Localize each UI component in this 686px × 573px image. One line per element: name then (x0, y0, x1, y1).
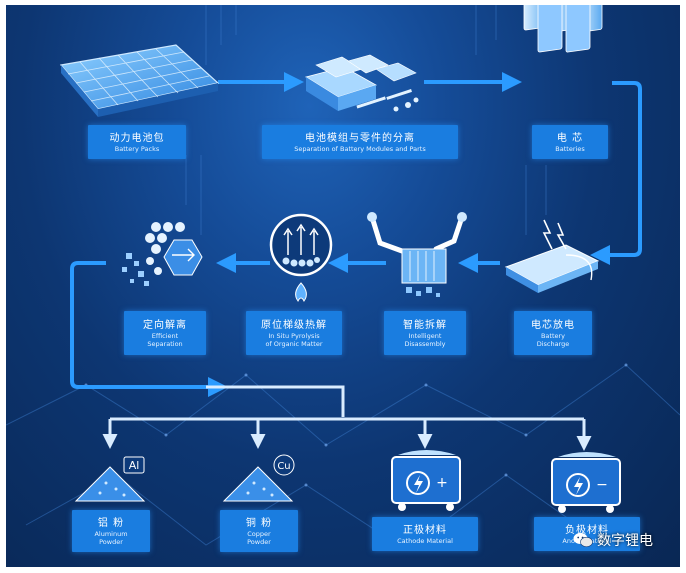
anode-cart-icon: − (551, 452, 621, 513)
diagram-canvas: Al Cu + − (6, 5, 680, 551)
wechat-icon (573, 532, 593, 548)
en-line-2: Powder (99, 537, 123, 546)
watermark-text: 数字锂电 (597, 533, 653, 549)
copper-powder-icon: Cu (222, 454, 295, 502)
label-aluminum-powder: 铝 粉 Aluminum Powder (72, 510, 150, 552)
copper-symbol: Cu (277, 461, 290, 472)
arrow-cells-to-discharge (590, 81, 642, 265)
en-line-1: Copper (247, 529, 271, 538)
battery-pack-icon (59, 44, 220, 117)
label-efficient-separation: 定向解离 Efficient Separation (124, 311, 206, 355)
en-line-2: Powder (247, 537, 271, 546)
aluminum-powder-icon: Al (74, 456, 146, 502)
en-line-1: Battery (540, 331, 566, 340)
cathode-cart-icon: + (391, 450, 461, 511)
watermark: 数字锂电 (573, 530, 653, 550)
label-pyrolysis: 原位梯级热解 In Situ Pyrolysis of Organic Matt… (246, 311, 342, 355)
distribution-tree (102, 385, 592, 451)
en-line-2: Discharge (536, 339, 570, 348)
en-line-2: Disassembly (404, 339, 446, 348)
en-line-1: Intelligent (408, 331, 442, 340)
en-line-1: Aluminum (94, 529, 128, 538)
process-diagram: Al Cu + − 动力电池包 Battery Packs 电池模组与零件的分离… (6, 5, 680, 567)
separation-icon (122, 222, 203, 286)
en-line-1: Efficient (151, 331, 179, 340)
label-cathode-material: 正极材料 Cathode Material (372, 517, 478, 551)
en-line-1: In Situ Pyrolysis (268, 331, 320, 340)
robot-arm-icon (367, 212, 467, 297)
label-batteries: 电 芯 Batteries (532, 125, 608, 159)
pyrolysis-icon (269, 213, 333, 302)
minus-sign: − (596, 477, 608, 493)
plus-sign: + (436, 475, 448, 491)
arrow-separation-loop (70, 261, 228, 397)
network-dots (84, 363, 628, 487)
label-battery-packs: 动力电池包 Battery Packs (88, 125, 186, 159)
label-separation-modules: 电池模组与零件的分离 Separation of Battery Modules… (262, 125, 458, 159)
battery-cells-icon (523, 5, 603, 53)
label-battery-discharge: 电芯放电 Battery Discharge (514, 311, 592, 355)
modules-and-parts-icon (305, 54, 419, 112)
flow-arrows (70, 72, 642, 397)
label-copper-powder: 铜 粉 Copper Powder (220, 510, 298, 552)
en-line-2: Separation (147, 339, 183, 348)
aluminum-symbol: Al (129, 459, 140, 472)
label-intelligent-disassembly: 智能拆解 Intelligent Disassembly (384, 311, 466, 355)
discharge-icon (504, 219, 600, 293)
en-line-2: of Organic Matter (265, 339, 323, 348)
